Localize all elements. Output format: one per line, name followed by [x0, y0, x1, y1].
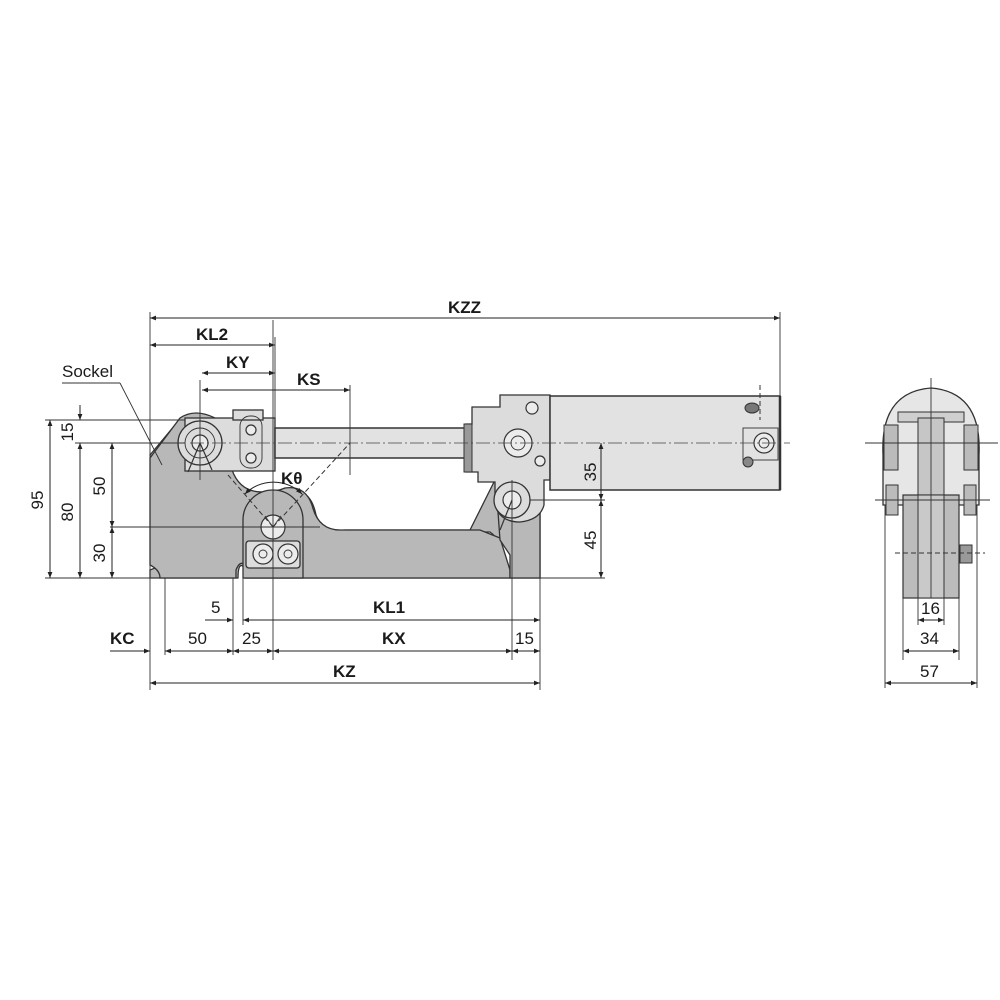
head-screw-top [525, 401, 539, 415]
end-cap-screw-bottom [742, 456, 754, 468]
sockel-label: Sockel [62, 362, 113, 381]
side-view: Kθ KZZ KL2 KY KS Sockel [28, 298, 790, 690]
head-screw-bottom [534, 455, 546, 467]
dim-80-label: 80 [58, 503, 77, 522]
end-view-left-bracket [883, 424, 899, 471]
kz-label: KZ [333, 662, 356, 681]
sockel-leader [119, 382, 163, 466]
dim-50-label: 50 [90, 477, 109, 496]
dim-5-label: 5 [211, 598, 220, 617]
bolt-slot [239, 415, 263, 469]
kzz-label: KZZ [448, 298, 481, 317]
dim-57-label: 57 [920, 662, 939, 681]
kx-label: KX [382, 629, 406, 648]
bolt-upper [245, 424, 257, 436]
kl2-label: KL2 [196, 325, 228, 344]
dim-50-horizontal-label: 50 [188, 629, 207, 648]
end-view-right-bracket [963, 424, 979, 471]
dim-45-label: 45 [581, 531, 600, 550]
ktheta-arc [244, 481, 303, 495]
end-view-fitting [959, 544, 973, 564]
kc-label: KC [110, 629, 135, 648]
rod-end-tab [232, 409, 264, 421]
head-collar [463, 423, 473, 473]
ktheta-label: Kθ [281, 469, 302, 488]
dim-25-label: 25 [242, 629, 261, 648]
ks-label: KS [297, 370, 321, 389]
port-right [277, 543, 299, 565]
dim-95-label: 95 [28, 491, 47, 510]
dim-16-label: 16 [921, 599, 940, 618]
dim-15-horizontal-label: 15 [515, 629, 534, 648]
end-view: 16 34 57 [865, 378, 998, 688]
base-plate [149, 412, 511, 579]
end-cap-port [742, 427, 779, 461]
dim-35-label: 35 [581, 463, 600, 482]
dim-30-label: 30 [90, 544, 109, 563]
ky-label: KY [226, 353, 250, 372]
dim-15-label: 15 [58, 423, 77, 442]
kl1-label: KL1 [373, 598, 405, 617]
dim-34-label: 34 [920, 629, 939, 648]
bolt-lower [245, 452, 257, 464]
port-left [252, 543, 274, 565]
end-cap-screw-top [744, 402, 760, 414]
